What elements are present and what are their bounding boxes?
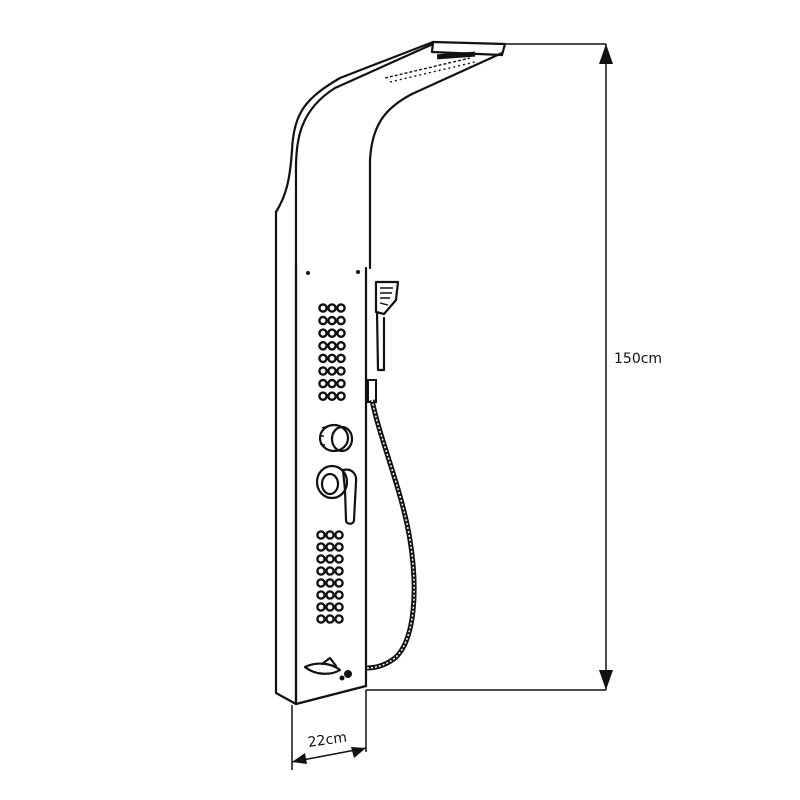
shower-hose	[366, 399, 417, 671]
jet-nozzle-icon	[318, 328, 328, 339]
jet-nozzle-icon	[336, 366, 346, 376]
jet-nozzle-icon	[334, 554, 344, 564]
rain-shower-head	[384, 51, 476, 83]
jet-nozzle-icon	[325, 542, 335, 552]
height-label: 150cm	[614, 351, 663, 367]
jet-nozzle-icon	[318, 340, 328, 351]
jet-nozzle-icon	[327, 340, 337, 351]
jet-nozzle-icon	[325, 590, 335, 600]
jet-nozzle-icon	[316, 530, 326, 540]
jet-nozzle-icon	[336, 328, 346, 339]
jet-nozzle-icon	[327, 315, 337, 326]
jet-nozzle-icon	[336, 340, 346, 351]
jet-nozzle-icon	[336, 303, 346, 313]
arrow-right-icon	[351, 747, 366, 758]
thermostatic-knob	[318, 423, 354, 453]
jet-nozzle-icon	[336, 378, 346, 389]
width-dimension	[291, 690, 367, 770]
jet-nozzle-icon	[316, 554, 326, 564]
panel-body	[274, 40, 507, 706]
hand-shower	[367, 280, 400, 403]
body-jets-upper	[318, 303, 346, 402]
jet-nozzle-icon	[325, 602, 335, 612]
jet-nozzle-icon	[327, 328, 337, 339]
jet-nozzle-icon	[334, 530, 344, 540]
arrow-up-icon	[599, 44, 613, 64]
arrow-down-icon	[599, 670, 613, 690]
jet-nozzle-icon	[316, 542, 326, 552]
jet-nozzle-icon	[318, 391, 328, 402]
jet-nozzle-icon	[318, 366, 328, 376]
arrow-left-icon	[292, 753, 307, 764]
jet-nozzle-icon	[316, 614, 326, 624]
jet-nozzle-icon	[334, 614, 344, 624]
tub-spout	[303, 656, 352, 681]
jet-nozzle-icon	[325, 578, 335, 588]
jet-nozzle-icon	[316, 602, 326, 612]
body-jets-lower	[316, 530, 344, 624]
jet-nozzle-icon	[327, 353, 337, 364]
jet-nozzle-icon	[327, 366, 337, 376]
jet-nozzle-icon	[318, 353, 328, 364]
height-dimension	[366, 43, 613, 691]
jet-nozzle-icon	[336, 315, 346, 326]
jet-nozzle-icon	[325, 566, 335, 576]
jet-nozzle-icon	[336, 391, 346, 402]
jet-nozzle-icon	[336, 353, 346, 364]
jet-nozzle-icon	[327, 303, 337, 313]
jet-nozzle-icon	[316, 590, 326, 600]
jet-nozzle-icon	[334, 578, 344, 588]
jet-nozzle-icon	[334, 542, 344, 552]
jet-nozzle-icon	[316, 566, 326, 576]
jet-nozzle-icon	[316, 578, 326, 588]
jet-nozzle-icon	[334, 602, 344, 612]
mixer-lever	[315, 464, 358, 525]
jet-nozzle-icon	[327, 378, 337, 389]
jet-nozzle-icon	[327, 391, 337, 402]
jet-nozzle-icon	[334, 590, 344, 600]
jet-nozzle-icon	[325, 554, 335, 564]
jet-nozzle-icon	[325, 530, 335, 540]
screw-icon	[356, 270, 360, 274]
jet-nozzle-icon	[318, 303, 328, 313]
screw-icon	[306, 271, 310, 275]
jet-nozzle-icon	[334, 566, 344, 576]
jet-nozzle-icon	[318, 315, 328, 326]
jet-nozzle-icon	[318, 378, 328, 389]
jet-nozzle-icon	[325, 614, 335, 624]
